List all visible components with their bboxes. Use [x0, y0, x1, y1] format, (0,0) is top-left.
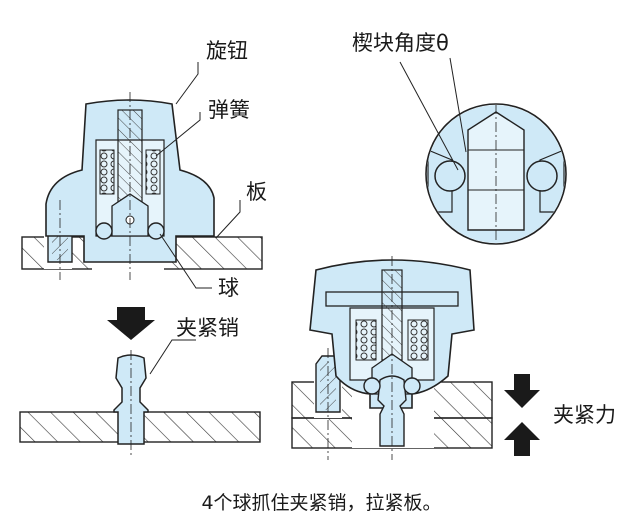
label-ball: 球: [218, 276, 239, 300]
spring-right-b: [407, 319, 429, 361]
spring-right-a: [355, 319, 377, 361]
clamp-force-arrows: [504, 374, 540, 456]
clamp-pin-assembly: [19, 307, 261, 456]
force-arrow-down: [504, 374, 540, 408]
label-clamp-pin: 夹紧销: [176, 316, 239, 340]
ball-left-b: [147, 222, 165, 240]
spring-left-a: [99, 149, 115, 195]
clamp-pin-seated: [377, 375, 407, 447]
force-arrow-up: [504, 422, 540, 456]
down-arrow: [107, 307, 155, 340]
ball-right-a: [363, 377, 381, 395]
label-knob: 旋钮: [206, 39, 248, 63]
leader-lines-left: [155, 62, 241, 289]
left-assembly: [21, 92, 263, 280]
caption: 4个球抓住夹紧销，拉紧板。: [201, 492, 442, 514]
ball-right-b: [403, 377, 421, 395]
label-wedge-angle: 楔块角度θ: [352, 31, 449, 55]
spring-left-b: [145, 149, 161, 195]
detail-view: [399, 57, 567, 245]
label-clamp-force: 夹紧力: [553, 403, 616, 427]
label-spring: 弹簧: [208, 98, 250, 122]
right-assembly: [291, 256, 493, 460]
detail-ball-b: [526, 160, 558, 192]
label-plate: 板: [246, 180, 267, 204]
detail-ball-a: [434, 160, 466, 192]
ball-left-a: [95, 222, 113, 240]
